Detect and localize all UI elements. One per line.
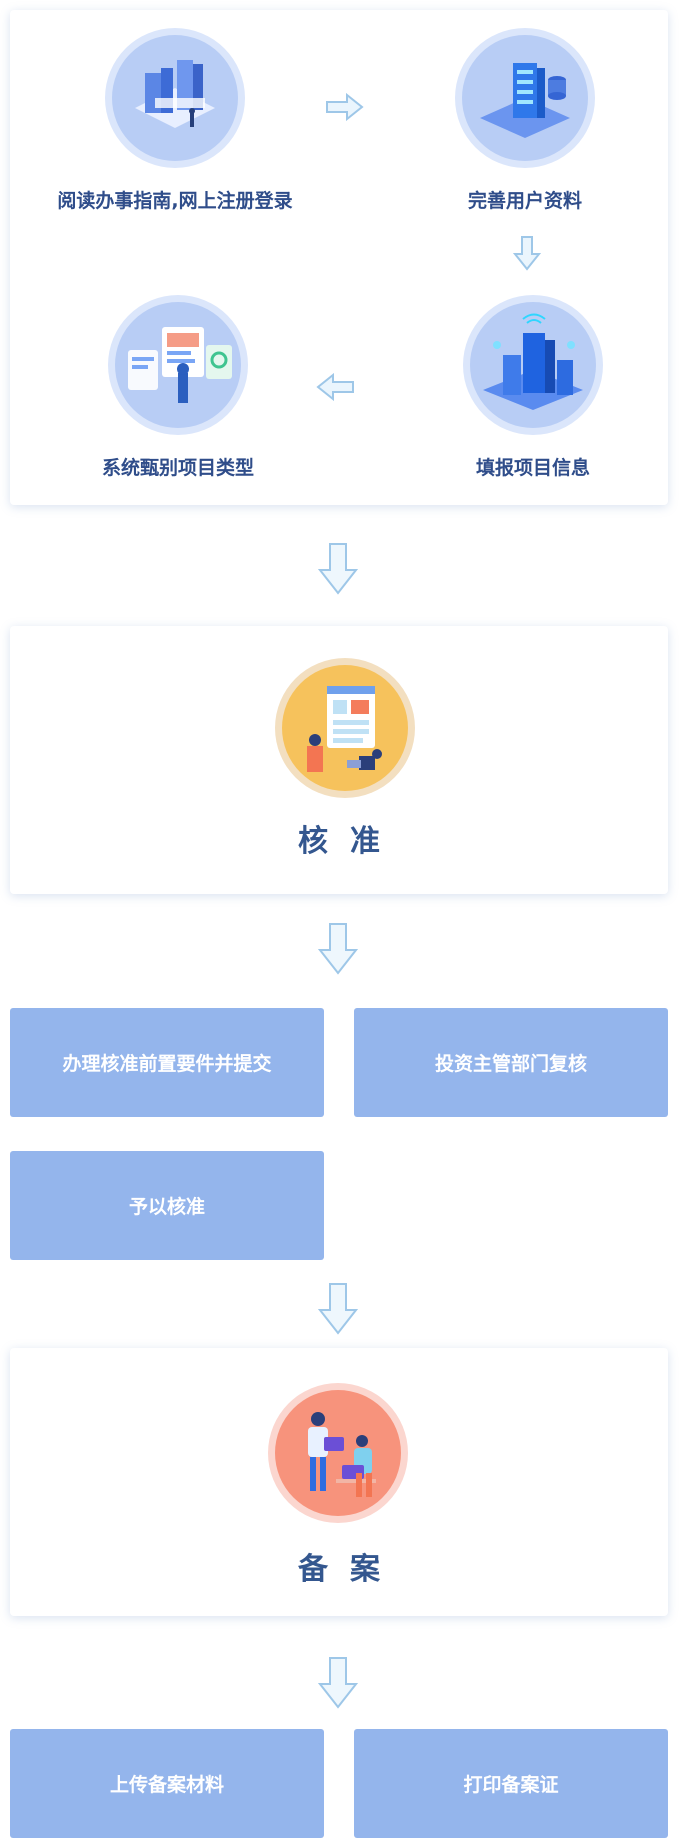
step-label: 完善用户资料 xyxy=(467,190,582,212)
arrow-down-icon xyxy=(317,1656,359,1714)
arrow-down-icon xyxy=(317,1282,359,1340)
filing-card: 备案 xyxy=(10,1348,668,1616)
team-laptops-icon xyxy=(268,1383,408,1523)
approval-step-prerequisites[interactable]: 办理核准前置要件并提交 xyxy=(10,1008,324,1117)
arrow-right-icon xyxy=(325,92,365,125)
dashboard-screens-icon xyxy=(108,295,248,435)
filing-title: 备案 xyxy=(298,1552,402,1587)
online-flow-card: 阅读办事指南,网上注册登录 xyxy=(10,10,668,505)
arrow-down-icon xyxy=(317,922,359,980)
step-label: 系统甄别项目类型 xyxy=(101,457,254,479)
review-document-icon xyxy=(275,658,415,798)
step-label: 填报项目信息 xyxy=(475,457,590,479)
approval-card: 核准 xyxy=(10,626,668,894)
server-building-icon xyxy=(455,28,595,168)
step-identify-type[interactable]: 系统甄别项目类型 xyxy=(68,295,288,480)
approval-step-grant[interactable]: 予以核准 xyxy=(10,1151,324,1260)
arrow-down-icon xyxy=(512,235,542,275)
city-isometric-icon xyxy=(105,28,245,168)
arrow-left-icon xyxy=(315,372,355,405)
approval-title: 核准 xyxy=(298,824,402,859)
step-label: 阅读办事指南,网上注册登录 xyxy=(57,190,293,212)
approval-step-review[interactable]: 投资主管部门复核 xyxy=(354,1008,668,1117)
step-complete-profile[interactable]: 完善用户资料 xyxy=(415,28,635,213)
filing-step-upload[interactable]: 上传备案材料 xyxy=(10,1729,324,1838)
filing-step-print[interactable]: 打印备案证 xyxy=(354,1729,668,1838)
skyscraper-network-icon xyxy=(463,295,603,435)
step-register[interactable]: 阅读办事指南,网上注册登录 xyxy=(57,28,293,213)
step-fill-project[interactable]: 填报项目信息 xyxy=(423,295,643,480)
arrow-down-icon xyxy=(317,542,359,600)
